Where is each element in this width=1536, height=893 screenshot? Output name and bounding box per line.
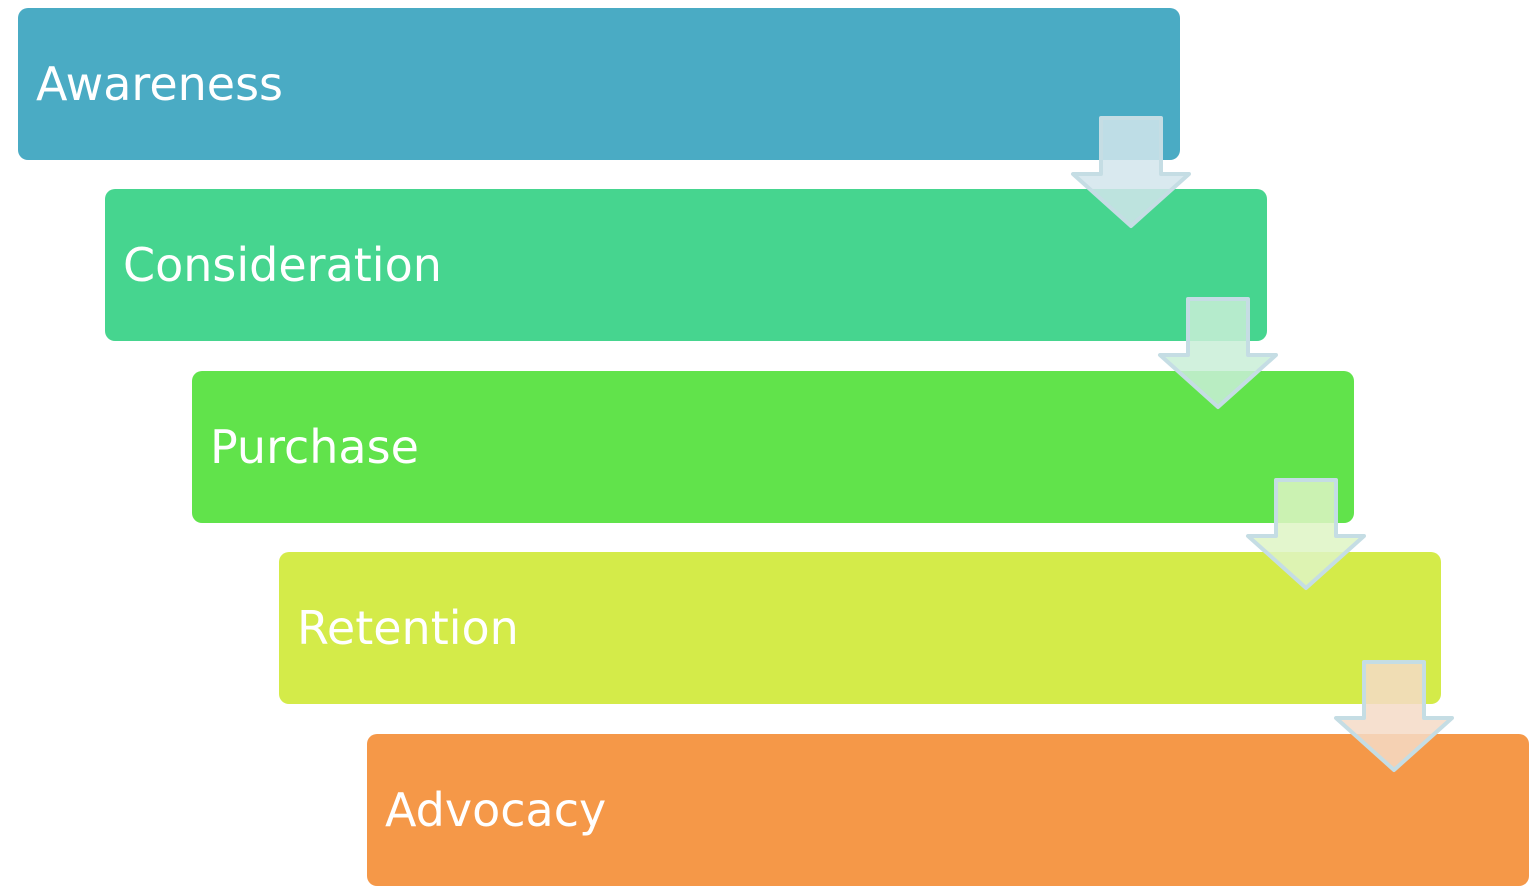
step-label: Advocacy [385, 783, 607, 837]
down-arrow-icon [1158, 297, 1278, 409]
step-consideration: Consideration [105, 189, 1267, 341]
step-awareness: Awareness [18, 8, 1180, 160]
step-purchase: Purchase [192, 371, 1354, 523]
step-label: Retention [297, 601, 519, 655]
step-label: Purchase [210, 420, 419, 474]
step-label: Consideration [123, 238, 442, 292]
down-arrow-icon [1071, 116, 1191, 228]
step-label: Awareness [36, 57, 284, 111]
down-arrow-icon [1246, 478, 1366, 590]
step-advocacy: Advocacy [367, 734, 1529, 886]
step-retention: Retention [279, 552, 1441, 704]
down-arrow-icon [1334, 660, 1454, 772]
